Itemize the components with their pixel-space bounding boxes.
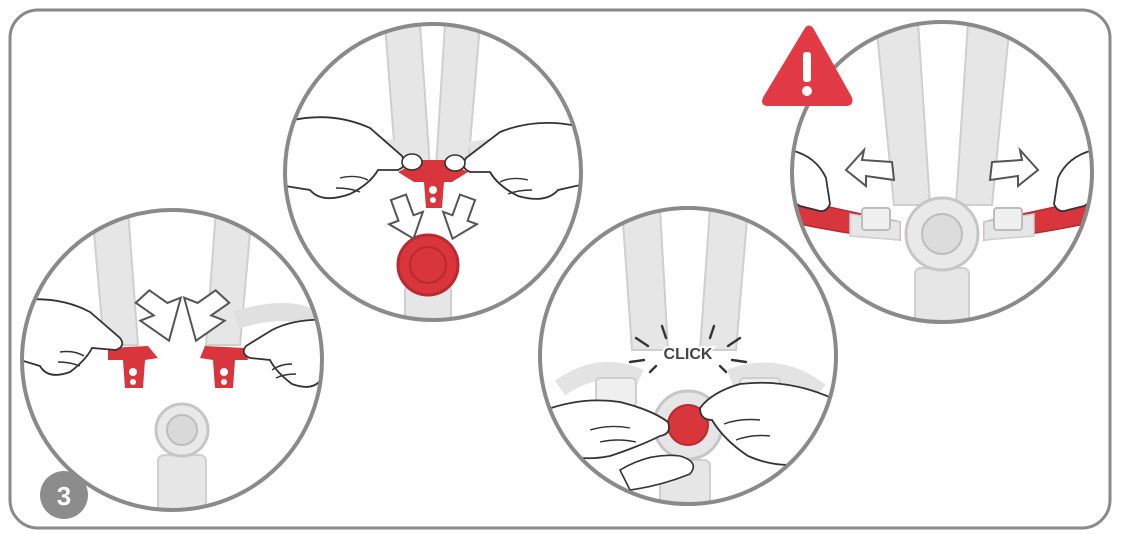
strap-adjuster-icon bbox=[862, 208, 890, 230]
buckle-button-icon bbox=[922, 214, 962, 254]
step-badge: 3 bbox=[40, 471, 88, 519]
click-label: CLICK bbox=[664, 346, 713, 363]
step-number: 3 bbox=[57, 481, 71, 511]
strap-adjuster-icon bbox=[994, 208, 1022, 230]
